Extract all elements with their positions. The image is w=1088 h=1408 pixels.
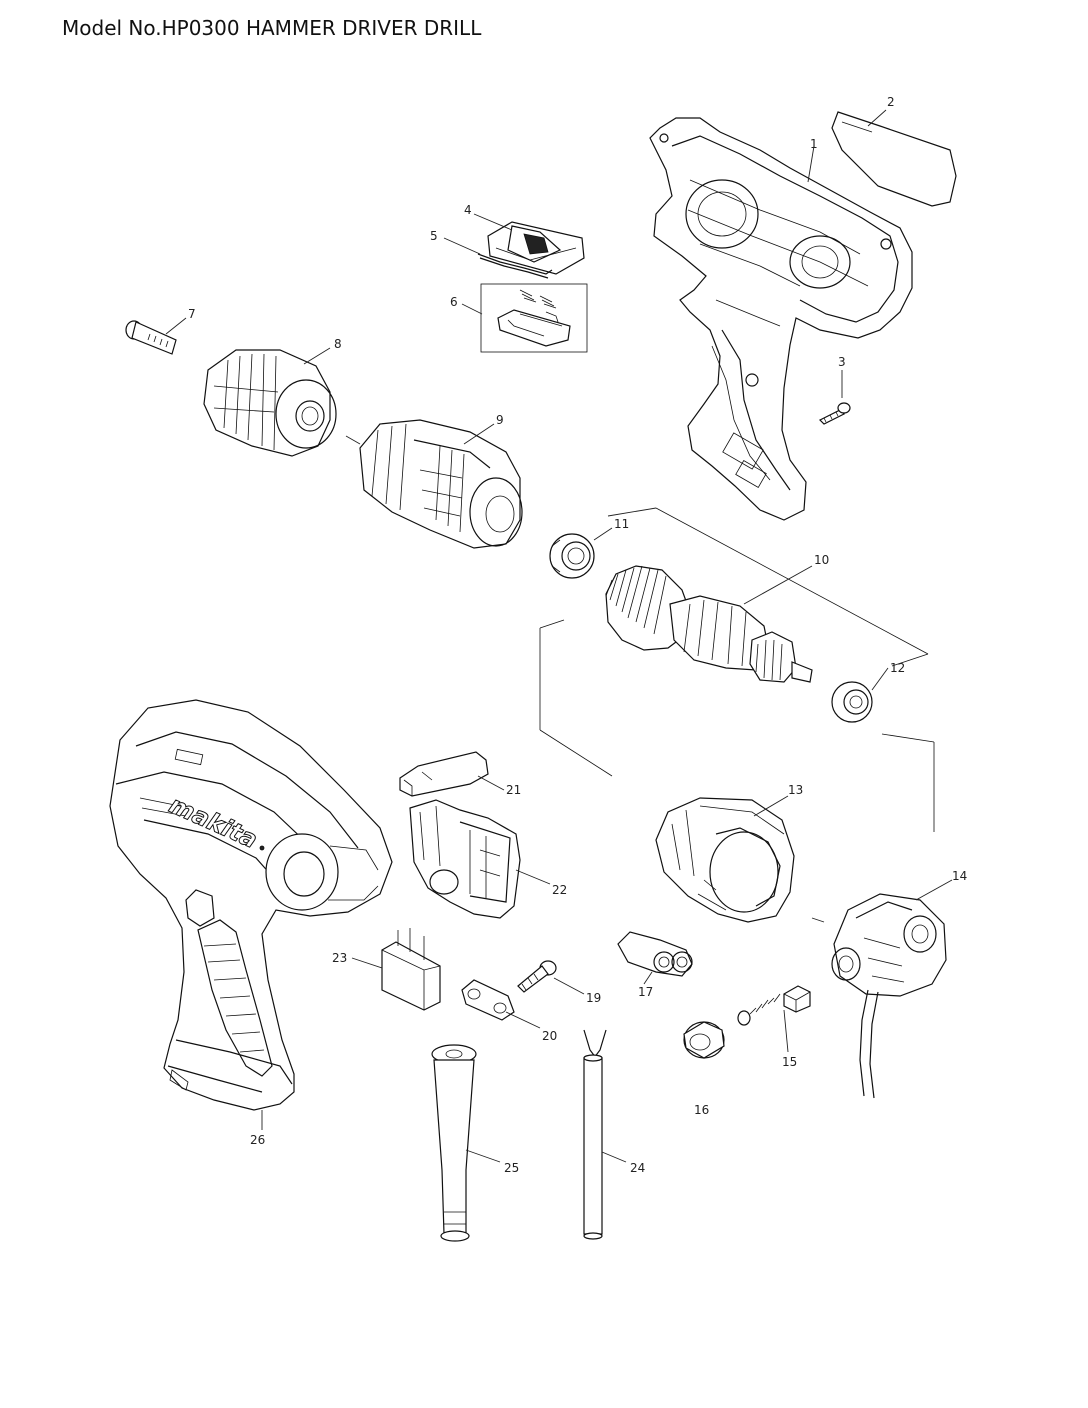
part-25-cord-guard — [431, 1044, 477, 1242]
part-3-screw — [818, 402, 851, 425]
part-5-leaf-spring — [477, 253, 553, 279]
label-part-26: 26 — [250, 1133, 265, 1147]
label-part-7: 7 — [188, 307, 196, 321]
part-26-housing-with-handle: makita — [109, 699, 393, 1111]
part-11-ball-bearing — [549, 533, 595, 579]
part-13-field — [655, 797, 795, 923]
label-part-5: 5 — [430, 229, 438, 243]
part-17-brush-holder — [617, 931, 693, 977]
assembly-bracket — [539, 507, 935, 832]
part-24-power-cord — [583, 1029, 607, 1240]
part-14-bracket-assembly — [831, 893, 947, 1099]
part-12-ball-bearing — [831, 681, 873, 723]
label-part-13: 13 — [788, 783, 803, 797]
label-part-6: 6 — [450, 295, 458, 309]
part-6-switch-set — [480, 283, 588, 353]
label-part-1: 1 — [810, 137, 818, 151]
label-part-21: 21 — [506, 783, 521, 797]
label-part-17: 17 — [638, 985, 653, 999]
part-9-gear-assembly — [359, 419, 523, 549]
label-part-20: 20 — [542, 1029, 557, 1043]
label-part-12: 12 — [890, 661, 905, 675]
label-part-19: 19 — [586, 991, 601, 1005]
label-part-2: 2 — [887, 95, 895, 109]
part-22-switch — [409, 799, 521, 919]
part-19-screw — [517, 960, 557, 993]
label-part-25: 25 — [504, 1161, 519, 1175]
label-part-15: 15 — [782, 1055, 797, 1069]
part-4-switch-lever — [487, 221, 585, 275]
part-8-keyless-chuck — [203, 349, 337, 457]
page-title: Model No.HP0300 HAMMER DRIVER DRILL — [62, 16, 482, 40]
label-part-11: 11 — [614, 517, 629, 531]
label-part-3: 3 — [838, 355, 846, 369]
label-part-9: 9 — [496, 413, 504, 427]
label-part-24: 24 — [630, 1161, 645, 1175]
part-number-labels: 2 1 3 4 5 6 7 8 9 11 10 12 21 13 22 14 2… — [188, 95, 967, 1175]
part-16-brush-cap — [683, 1021, 725, 1059]
leader-lines — [165, 109, 953, 1163]
part-2-label-plate — [831, 111, 957, 207]
label-part-16: 16 — [694, 1103, 709, 1117]
part-21-switch-cover — [399, 751, 489, 797]
part-15-carbon-brush — [737, 985, 811, 1026]
label-part-8: 8 — [334, 337, 342, 351]
label-part-23: 23 — [332, 951, 347, 965]
label-part-4: 4 — [464, 203, 472, 217]
part-1-housing-half — [649, 117, 913, 521]
part-23-capacitor — [381, 928, 441, 1011]
part-7-bolt — [125, 320, 177, 355]
label-part-22: 22 — [552, 883, 567, 897]
part-20-cord-clamp — [461, 979, 515, 1021]
part-10-armature — [605, 565, 813, 683]
label-part-10: 10 — [814, 553, 829, 567]
label-part-14: 14 — [952, 869, 967, 883]
